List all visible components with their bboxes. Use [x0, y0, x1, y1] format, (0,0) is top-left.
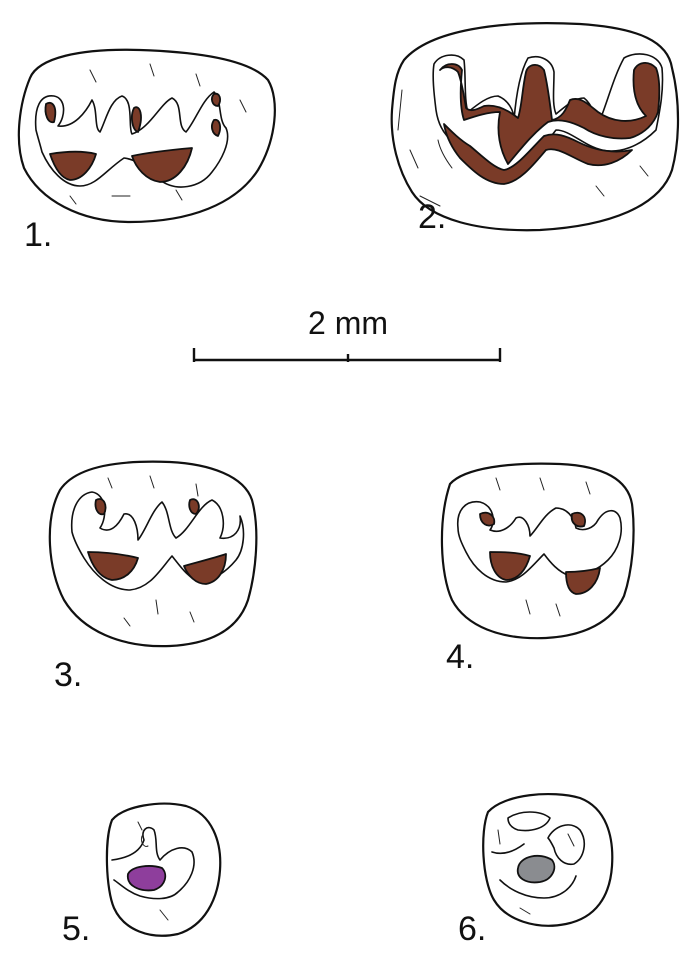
specimen-1-fold	[34, 91, 229, 188]
specimen-3-dentine-cusp-a	[94, 498, 107, 516]
specimen-2-label: 2.	[418, 198, 446, 236]
specimen-2-hatching	[397, 89, 649, 207]
scale-bar: 2 mm	[192, 305, 502, 362]
specimen-6-hatching	[497, 829, 575, 915]
specimen-1-tooth	[17, 48, 276, 224]
specimen-4-dentine-cusp-b	[570, 511, 586, 528]
specimen-5-fold	[111, 826, 195, 900]
specimen-3-hatching	[107, 475, 199, 627]
specimen-1-dentine-cusp-d	[211, 118, 221, 137]
specimen-6-fold	[491, 811, 586, 899]
specimen-4-dentine-right	[565, 567, 601, 595]
specimen-4-tooth	[440, 462, 635, 640]
specimen-3-dentine-cusp-b	[188, 498, 200, 515]
specimen-1-label: 1.	[24, 216, 52, 254]
specimen-5-tooth	[105, 802, 222, 937]
specimen-1-dentine-right	[131, 147, 193, 183]
specimen-2-dentine-base	[443, 123, 633, 185]
specimen-3-fold	[70, 491, 245, 591]
specimen-3-label: 3.	[54, 656, 82, 694]
specimen-1-dentine-cusp-b	[131, 106, 142, 133]
specimen-1-dentine-cusp-c	[211, 92, 221, 107]
specimen-6-fill	[516, 854, 556, 884]
specimen-2-tooth	[390, 22, 680, 232]
specimen-4-dentine-cusp-a	[479, 511, 496, 527]
specimen-4-label: 4.	[446, 638, 474, 676]
specimen-1-dentine-left	[49, 150, 97, 181]
specimen-4-dentine-left	[489, 551, 531, 581]
specimen-1-hatching	[69, 63, 247, 205]
specimen-6-label: 6.	[458, 910, 486, 948]
scale-bar-line	[192, 348, 502, 362]
specimen-4-fold	[456, 501, 623, 583]
specimen-6-tooth	[482, 793, 614, 927]
specimen-5-hatching	[137, 821, 169, 921]
specimen-4-hatching	[495, 477, 591, 617]
specimen-1-dentine-cusp-a	[44, 101, 57, 124]
scale-bar-label: 2 mm	[308, 305, 388, 341]
specimen-5-fill	[127, 865, 167, 892]
specimen-4-outline	[440, 462, 635, 640]
specimen-3-tooth	[48, 460, 258, 648]
specimen-1-outline	[17, 48, 276, 224]
specimen-5-label: 5.	[62, 910, 90, 948]
specimen-3-dentine-left	[87, 551, 139, 581]
specimen-2-dentine-main	[439, 62, 661, 165]
specimen-3-dentine-right	[183, 553, 227, 585]
